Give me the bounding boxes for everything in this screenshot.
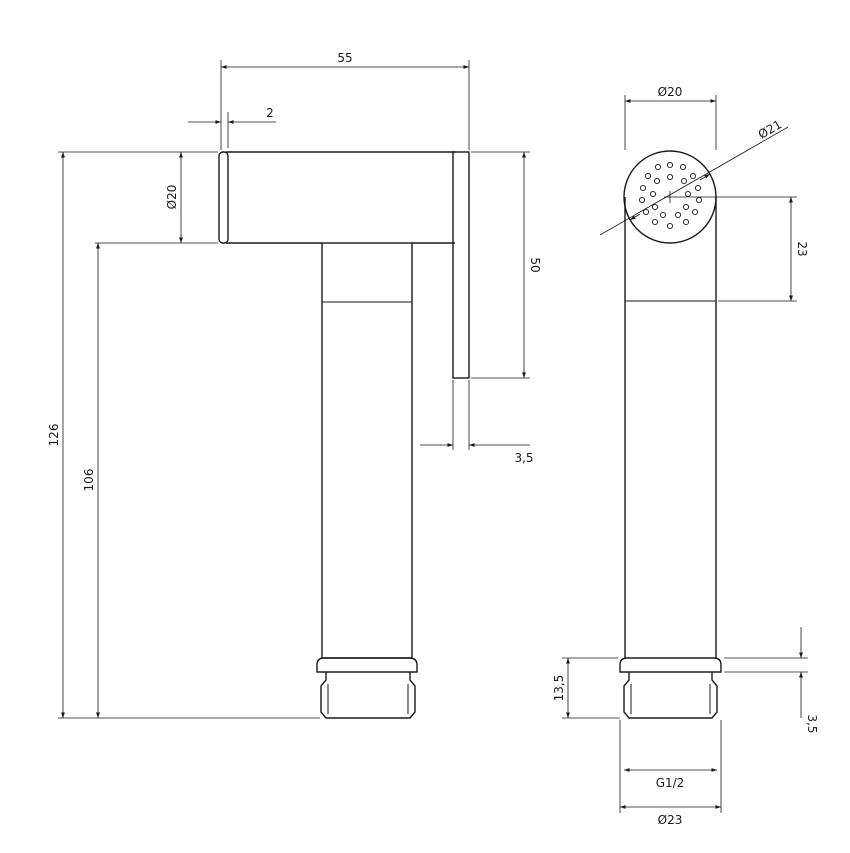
dim-label-body-diameter: Ø20 [658, 85, 683, 99]
dim-label-base-diameter: Ø23 [658, 813, 683, 827]
dim-arrow-nozzle-right [699, 173, 711, 181]
front-nut [619, 657, 722, 673]
front-view: Ø20 Ø21 23 13,5 3,5 G1/2 Ø23 [552, 85, 819, 827]
extension-lines [58, 60, 530, 719]
dim-label-spout-diameter: Ø20 [165, 185, 179, 210]
dim-line-nozzle-diameter [599, 126, 789, 236]
dim-label-handle-thickness: 3,5 [514, 451, 533, 465]
front-extension-lines [562, 95, 808, 813]
dim-label-thread-length: 13,5 [552, 675, 566, 702]
dim-label-end-cap: 2 [266, 106, 274, 120]
dim-label-thread-size: G1/2 [656, 776, 685, 790]
body [321, 242, 413, 659]
dim-arrow-nozzle-left [629, 213, 641, 221]
side-view: 55 2 Ø20 126 106 50 3,5 [47, 51, 542, 719]
spout-arm [218, 151, 455, 244]
dim-label-nozzle-height: 23 [795, 241, 809, 256]
handle-lever [452, 151, 470, 379]
dim-label-nut-height: 3,5 [805, 714, 819, 733]
dim-label-total-length: 55 [337, 51, 352, 65]
dim-label-total-height: 126 [47, 424, 61, 447]
nut [316, 657, 418, 673]
dim-label-handle-height: 50 [528, 257, 542, 272]
dim-label-nozzle-diameter: Ø21 [756, 117, 784, 141]
thread-connector [320, 672, 416, 719]
spray-holes [638, 161, 703, 230]
front-thread [623, 672, 718, 719]
dim-label-body-height: 106 [82, 469, 96, 492]
front-body [624, 197, 717, 658]
